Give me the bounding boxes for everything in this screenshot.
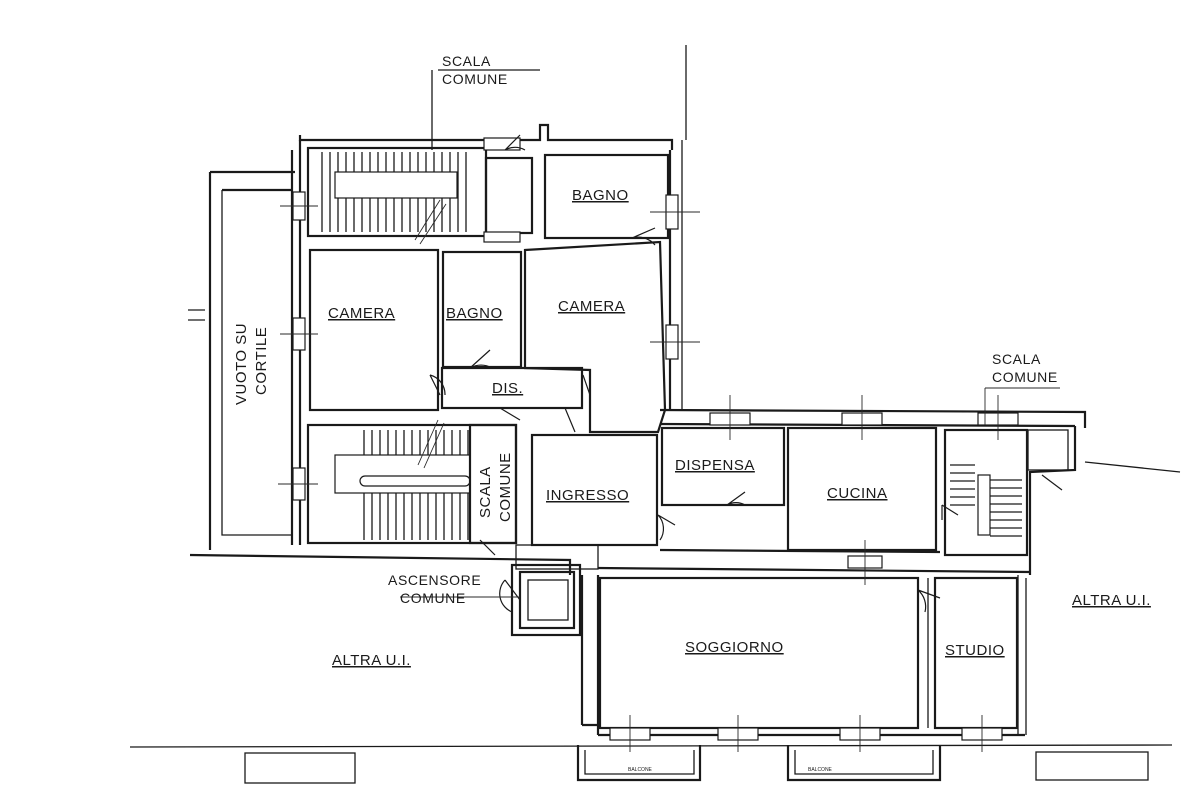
label-dispensa: DISPENSA [675,457,755,474]
label-studio: STUDIO [945,642,1005,659]
label-ascensore-comune-2: COMUNE [400,590,466,606]
label-altra-ui-right: ALTRA U.I. [1072,592,1151,609]
windows [278,137,1019,752]
label-camera-right: CAMERA [558,298,625,315]
label-bagno-top: BAGNO [572,187,629,204]
balconies [244,745,1149,784]
doors [429,134,1063,613]
outer-walls [129,45,1181,748]
lower-stair [306,419,518,545]
label-scala-comune-top-2: COMUNE [442,71,508,87]
label-scala-comune-vert-1: SCALA [477,466,494,518]
dis-corridor [440,366,584,410]
dispensa-room [660,426,786,507]
label-ingresso: INGRESSO [546,487,629,504]
label-scala-comune-vert-2: COMUNE [497,452,514,522]
top-stair [306,146,534,245]
label-scala-comune-right-2: COMUNE [992,369,1058,385]
label-vuoto-su-cortile-1: VUOTO SU [233,323,250,405]
label-bagno-mid: BAGNO [446,305,503,322]
camera-left-room [308,248,440,412]
ingresso-room [515,433,659,570]
label-vuoto-su-cortile-2: CORTILE [253,327,270,395]
label-altra-ui-left: ALTRA U.I. [332,652,411,669]
label-scala-comune-top-1: SCALA [442,53,491,69]
leader-lines [400,387,1060,598]
label-balcone-2: BALCONE [808,767,833,773]
ascensore-box [510,563,582,637]
camera-right-room [523,240,667,434]
label-camera-left: CAMERA [328,305,395,322]
label-ascensore-comune-1: ASCENSORE [388,572,481,588]
label-scala-comune-right-1: SCALA [992,351,1041,367]
label-soggiorno: SOGGIORNO [685,639,784,656]
room-labels: SCALA COMUNE BAGNO CAMERA BAGNO CAMERA D… [233,53,1151,773]
label-dis: DIS. [492,380,523,397]
right-stair [943,428,1069,557]
soggiorno-room [598,576,920,730]
label-cucina: CUCINA [827,485,888,502]
label-balcone-1: BALCONE [628,767,653,773]
